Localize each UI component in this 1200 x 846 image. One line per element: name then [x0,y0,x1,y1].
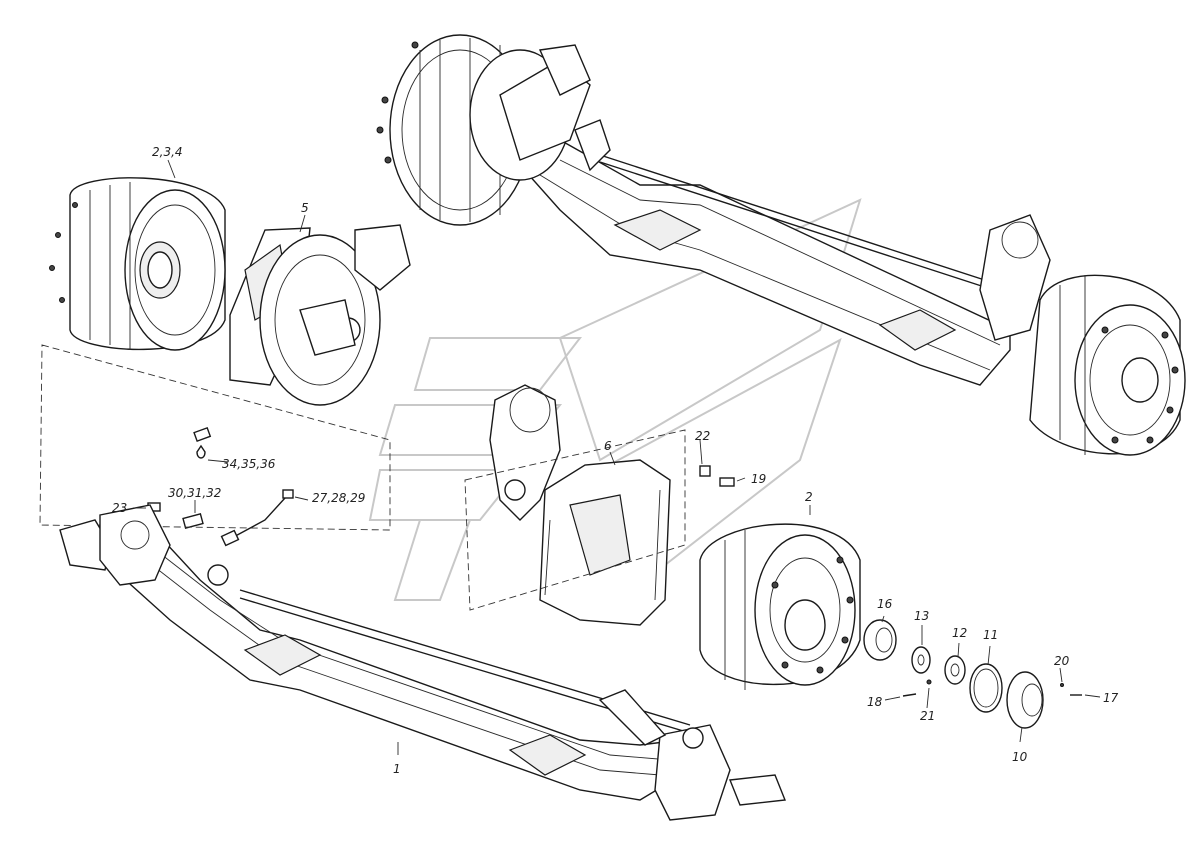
upper-axle-assembly [376,34,1186,456]
hub-small-parts [699,465,1082,729]
callout-5: 5 [301,201,309,215]
callout-16: 16 [877,597,893,611]
callout-30-31-32: 30,31,32 [168,486,221,500]
callout-13: 13 [914,609,929,623]
callout-23: 23 [112,501,127,515]
callout-19: 19 [751,472,766,486]
callout-17: 17 [1103,691,1119,705]
brake-drum-left [49,177,226,351]
callout-10: 10 [1012,750,1028,764]
brake-shoe-assembly-left [229,224,411,406]
callout-1: 1 [393,762,401,776]
callout-18: 18 [867,695,883,709]
callout-6: 6 [604,439,612,453]
callout-22: 22 [695,429,710,443]
callout-2-3-4: 2,3,4 [152,145,183,159]
callout-2: 2 [805,490,813,504]
callout-21: 21 [920,709,935,723]
brake-assembly-center [464,429,686,626]
callout-27-28-29: 27,28,29 [312,491,365,505]
callout-12: 12 [952,626,967,640]
callout-11: 11 [983,628,998,642]
callout-20: 20 [1054,654,1070,668]
callout-labels: 2,3,4 5 6 22 19 2 34,35,36 30,31,32 27,2… [112,145,1119,776]
small-parts-left [39,344,391,547]
leader-lines [133,159,1101,755]
brake-drum-center [699,523,861,690]
steering-knuckle-center [489,384,561,521]
front-axle-beam [59,504,786,821]
callout-34-35-36: 34,35,36 [222,457,276,471]
